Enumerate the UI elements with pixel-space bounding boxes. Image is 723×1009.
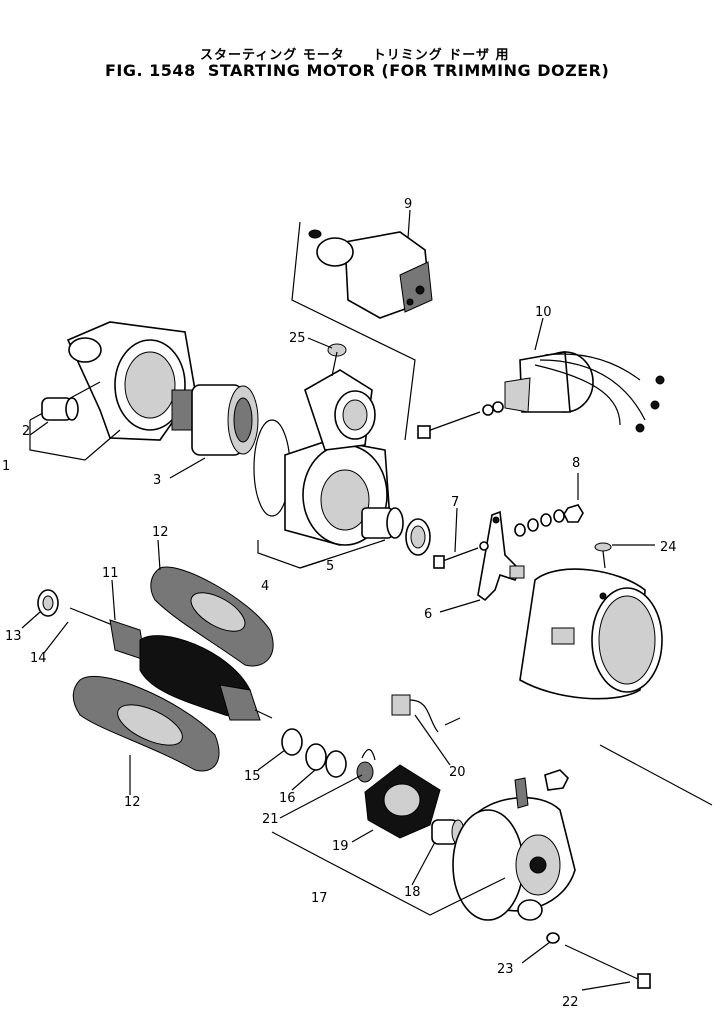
front-housing-part-1[interactable] xyxy=(66,321,196,441)
screw-part-24[interactable] xyxy=(594,542,612,569)
callout-18: 18 xyxy=(404,885,421,900)
callout-20: 20 xyxy=(449,765,466,780)
callout-6: 6 xyxy=(424,607,432,622)
callout-11: 11 xyxy=(102,566,119,581)
through-bolt-part-22[interactable] xyxy=(564,944,651,989)
brush-holder-part-19[interactable] xyxy=(364,764,441,839)
washer-part-16a[interactable] xyxy=(305,743,327,771)
brush-spring-part-21[interactable] xyxy=(356,749,376,783)
callout-2: 2 xyxy=(22,424,30,439)
washer-part-23[interactable] xyxy=(546,932,560,944)
callout-19: 19 xyxy=(332,839,349,854)
callout-14: 14 xyxy=(30,651,47,666)
callout-22: 22 xyxy=(562,995,579,1009)
washer-part-13-hole xyxy=(42,595,54,611)
magnetic-switch-part-9[interactable] xyxy=(308,229,433,319)
callout-24: 24 xyxy=(660,540,677,555)
callout-8: 8 xyxy=(572,456,580,471)
callout-25: 25 xyxy=(289,331,306,346)
relay-part-10[interactable] xyxy=(504,351,665,433)
japanese-title: スターティング モータ トリミング ドーザ 用 xyxy=(200,48,510,63)
callout-15: 15 xyxy=(244,769,261,784)
callout-17: 17 xyxy=(311,891,328,906)
callout-10: 10 xyxy=(535,305,552,320)
callout-13: 13 xyxy=(5,629,22,644)
callout-23: 23 xyxy=(497,962,514,977)
yoke-housing xyxy=(519,568,663,700)
relay-bolt xyxy=(417,401,504,439)
rear-cover-part-17[interactable] xyxy=(452,769,576,921)
armature-part-11[interactable] xyxy=(69,607,273,721)
washer-part-16b[interactable] xyxy=(325,750,347,778)
brush-part-20[interactable] xyxy=(391,694,461,733)
lever-housing-part-4[interactable] xyxy=(284,369,391,546)
field-coil-part-12-lower[interactable] xyxy=(72,675,220,772)
bolt-part-7[interactable] xyxy=(433,541,489,569)
figure-title: FIG. 1548 STARTING MOTOR (FOR TRIMMING D… xyxy=(105,61,610,80)
screw-part-25[interactable] xyxy=(327,343,347,377)
callout-16: 16 xyxy=(279,791,296,806)
callout-3: 3 xyxy=(153,473,161,488)
pinion-clutch-part-3[interactable] xyxy=(171,384,259,456)
callout-5: 5 xyxy=(326,559,334,574)
part-17-bracket xyxy=(271,831,506,916)
bushing-part-2[interactable] xyxy=(41,397,79,421)
callout-12a: 12 xyxy=(152,525,169,540)
field-coil-part-12-upper[interactable] xyxy=(150,566,274,667)
sleeve-part-5[interactable] xyxy=(361,507,431,556)
callout-7: 7 xyxy=(451,495,459,510)
callout-9: 9 xyxy=(404,197,412,212)
callout-21: 21 xyxy=(262,812,279,827)
nuts-washers-part-8[interactable] xyxy=(514,504,584,537)
callout-1: 1 xyxy=(2,459,10,474)
washer-part-15[interactable] xyxy=(281,728,303,756)
callout-12b: 12 xyxy=(124,795,141,810)
callout-4: 4 xyxy=(261,579,269,594)
lever-part-6[interactable] xyxy=(477,510,525,602)
